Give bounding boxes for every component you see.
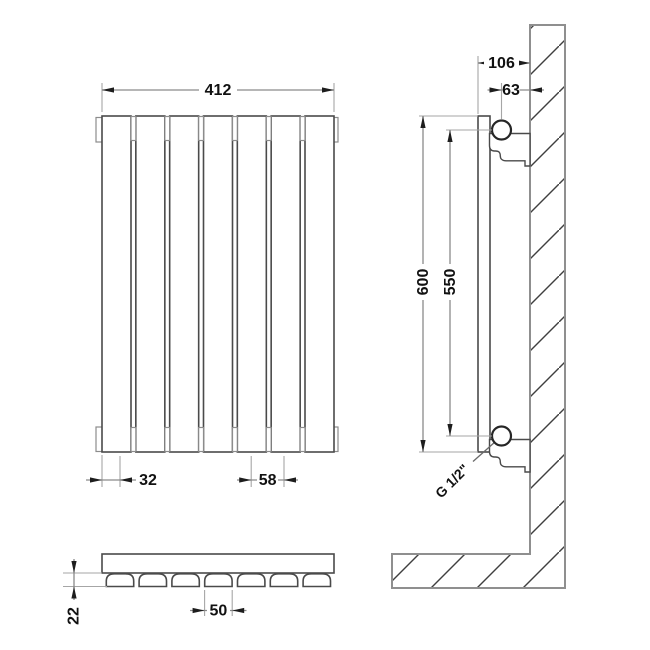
dim-412-label: 412 — [205, 82, 232, 99]
oval-channels — [105, 573, 332, 588]
upper-pipe-connection — [490, 119, 513, 141]
dim-edge-to-channel: 32 — [86, 455, 157, 489]
dim-overall-height: 600 — [415, 115, 478, 453]
pipe-thread-label: G 1/2" — [432, 461, 472, 501]
dim-channel-width: 50 — [190, 590, 247, 620]
top-view — [101, 553, 335, 588]
pipe-leader-line — [472, 441, 496, 462]
radiator-panels — [101, 115, 335, 453]
dim-106-label: 106 — [488, 55, 515, 72]
dim-550-label: 550 — [442, 269, 459, 296]
side-view — [472, 115, 531, 473]
top-connectors — [130, 115, 306, 142]
upper-wall-bracket — [488, 132, 531, 167]
wall-section-hatched — [391, 24, 566, 589]
dim-50-label: 50 — [210, 603, 228, 620]
dim-channel-pitch: 58 — [237, 456, 298, 489]
dim-22-label: 22 — [66, 607, 83, 625]
bottom-connectors — [130, 426, 306, 453]
dim-600-label: 600 — [415, 269, 432, 296]
dim-32-label: 32 — [139, 472, 157, 489]
dim-depth-from-wall: 106 — [477, 55, 530, 114]
dim-63-label: 63 — [502, 82, 520, 99]
front-view — [95, 115, 339, 453]
dim-overall-width: 412 — [101, 82, 335, 112]
dim-pipe-centres: 550 — [442, 129, 492, 437]
dim-pipe-to-wall: 63 — [487, 82, 544, 119]
radiator-side-profile — [477, 115, 491, 453]
wall-and-floor-section — [391, 24, 566, 589]
dim-channel-depth: 22 — [63, 559, 107, 625]
lower-wall-bracket — [488, 438, 531, 473]
dim-58-label: 58 — [259, 472, 277, 489]
lower-pipe-connection — [490, 425, 513, 447]
panel-face-plan — [101, 553, 335, 574]
